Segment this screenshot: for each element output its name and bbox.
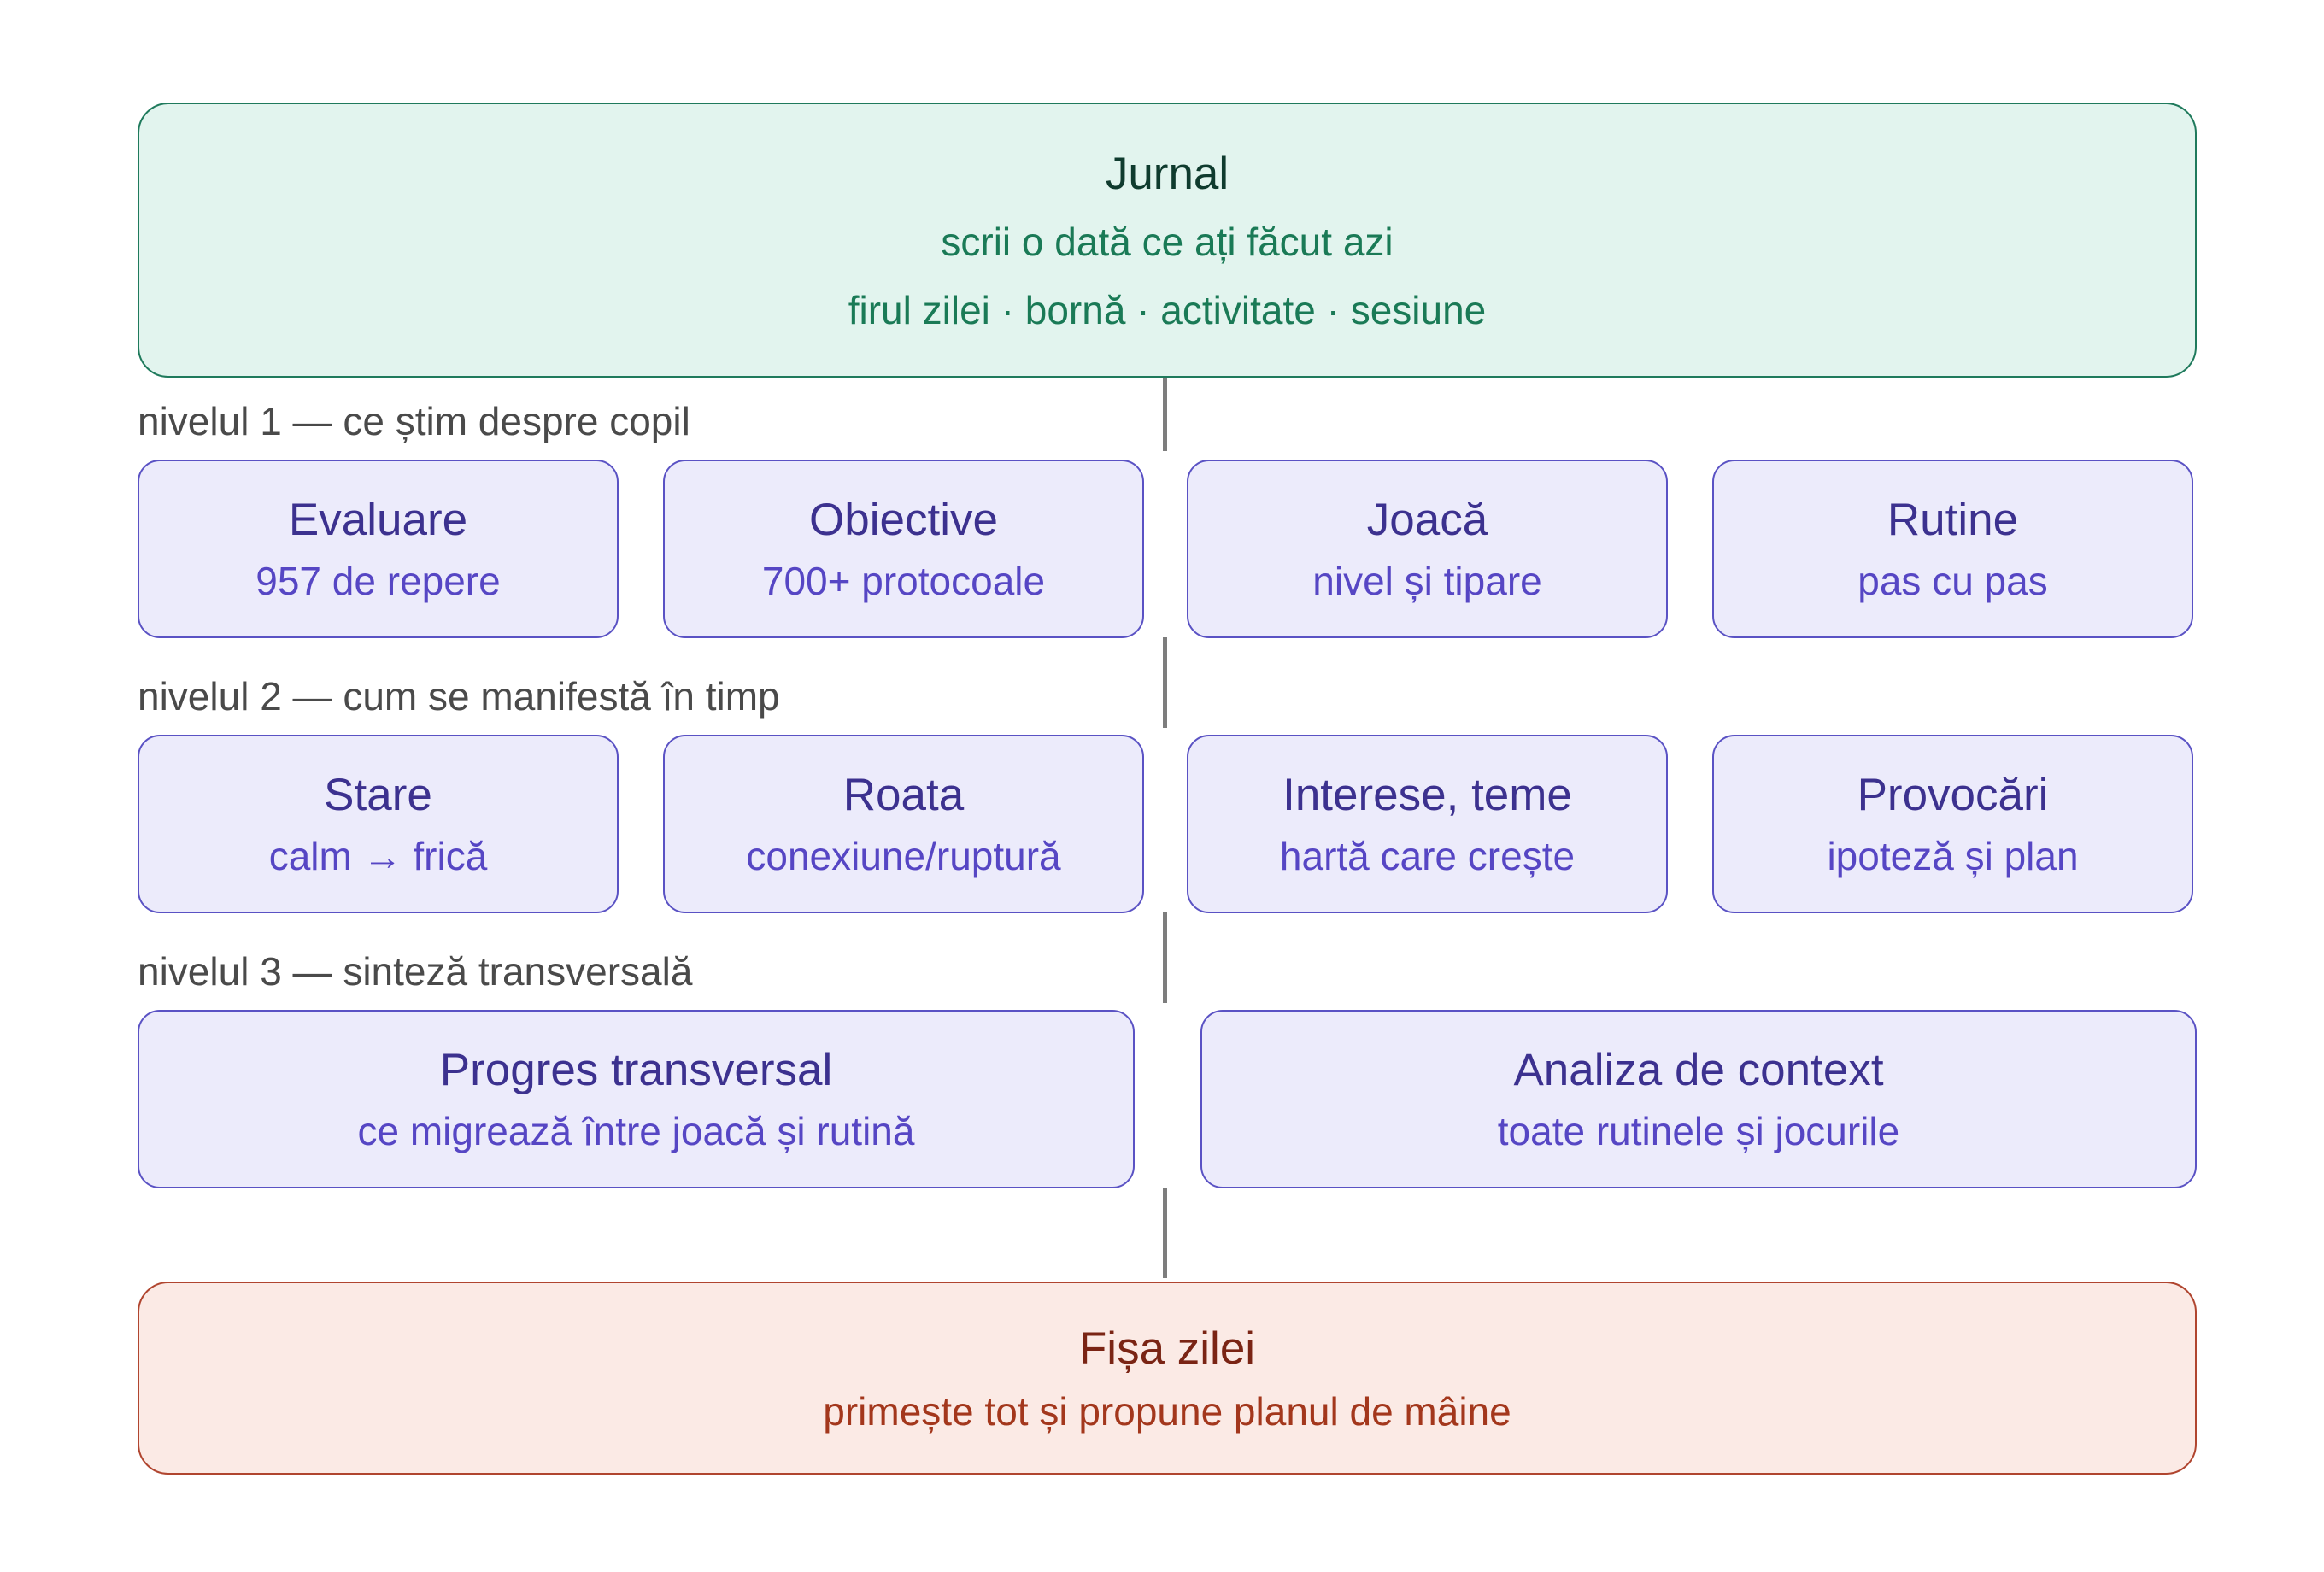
final-subtitle: primește tot și propune planul de mâine — [823, 1388, 1511, 1434]
card-provocari: Provocări ipoteză și plan — [1712, 735, 2193, 913]
card-subtitle: 700+ protocoale — [761, 559, 1046, 603]
card-subtitle: hartă care crește — [1279, 834, 1576, 878]
card-title: Joacă — [1366, 495, 1488, 545]
card-analiza-de-context: Analiza de context toate rutinele și joc… — [1200, 1010, 2197, 1188]
final-title: Fișa zilei — [1078, 1323, 1256, 1374]
card-subtitle: conexiune/ruptură — [746, 834, 1061, 878]
card-subtitle: ce migrează între joacă și rutină — [357, 1109, 915, 1153]
fisa-zilei-box: Fișa zilei primește tot și propune planu… — [138, 1282, 2197, 1475]
connector-level2-level3 — [1163, 912, 1167, 1003]
card-interese-teme: Interese, teme hartă care crește — [1187, 735, 1668, 913]
card-subtitle: nivel și tipare — [1312, 559, 1542, 603]
journal-box: Jurnal scrii o dată ce ați făcut azi fir… — [138, 103, 2197, 378]
level-3-label: nivelul 3 — sinteză transversală — [138, 949, 693, 994]
card-subtitle: pas cu pas — [1857, 559, 2048, 603]
card-title: Roata — [842, 770, 965, 820]
card-stare: Stare calm → frică — [138, 735, 619, 913]
card-subtitle: ipoteză și plan — [1827, 834, 2079, 878]
card-subtitle: toate rutinele și jocurile — [1497, 1109, 1900, 1153]
card-roata: Roata conexiune/ruptură — [663, 735, 1144, 913]
card-title: Interese, teme — [1282, 770, 1572, 820]
connector-level3-final — [1163, 1188, 1167, 1278]
card-title: Stare — [324, 770, 432, 820]
card-subtitle: 957 de repere — [255, 559, 501, 603]
card-title: Progres transversal — [439, 1045, 833, 1095]
card-rutine: Rutine pas cu pas — [1712, 460, 2193, 638]
journal-title: Jurnal — [1105, 148, 1229, 199]
card-obiective: Obiective 700+ protocoale — [663, 460, 1144, 638]
level-2-label: nivelul 2 — cum se manifestă în timp — [138, 674, 780, 719]
card-subtitle: calm → frică — [268, 834, 488, 878]
card-title: Analiza de context — [1513, 1045, 1884, 1095]
connector-level1-level2 — [1163, 637, 1167, 728]
card-title: Obiective — [809, 495, 998, 545]
connector-journal-level1 — [1163, 378, 1167, 451]
card-title: Rutine — [1887, 495, 2019, 545]
card-title: Provocări — [1857, 770, 2049, 820]
card-joaca: Joacă nivel și tipare — [1187, 460, 1668, 638]
card-progres-transversal: Progres transversal ce migrează între jo… — [138, 1010, 1135, 1188]
card-title: Evaluare — [288, 495, 468, 545]
journal-items: firul zilei · bornă · activitate · sesiu… — [848, 287, 1487, 332]
card-evaluare: Evaluare 957 de repere — [138, 460, 619, 638]
journal-subtitle: scrii o dată ce ați făcut azi — [941, 219, 1394, 264]
level-1-label: nivelul 1 — ce știm despre copil — [138, 399, 690, 443]
